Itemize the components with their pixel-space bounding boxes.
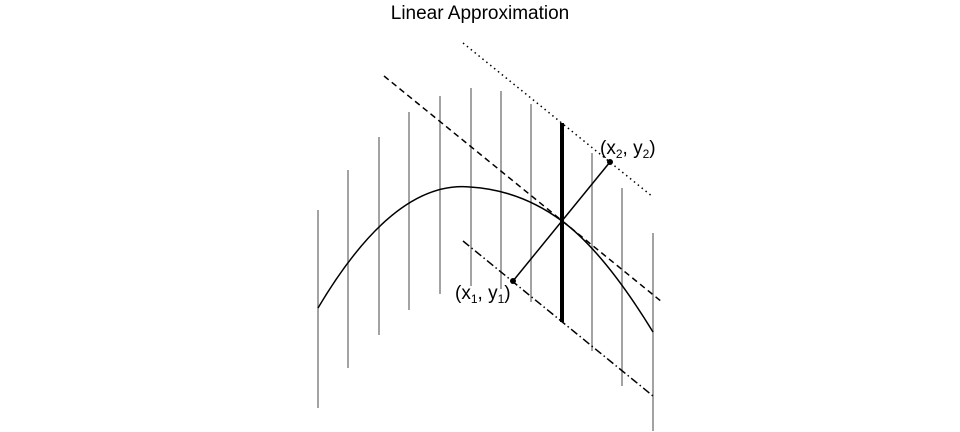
point-1-label: (x1, y1): [455, 283, 511, 306]
secant-segment: [512, 161, 611, 282]
point-1-marker: [510, 278, 516, 284]
diagram-title: Linear Approximation: [390, 3, 570, 24]
function-curve: [317, 185, 654, 333]
vertical-grid-lines: [317, 88, 654, 431]
point-2-marker: [607, 159, 613, 165]
lower-bound-line-dashdot: [462, 240, 654, 397]
upper-bound-line-dotted: [462, 42, 654, 198]
point-2-label: (x2, y2): [600, 138, 656, 161]
